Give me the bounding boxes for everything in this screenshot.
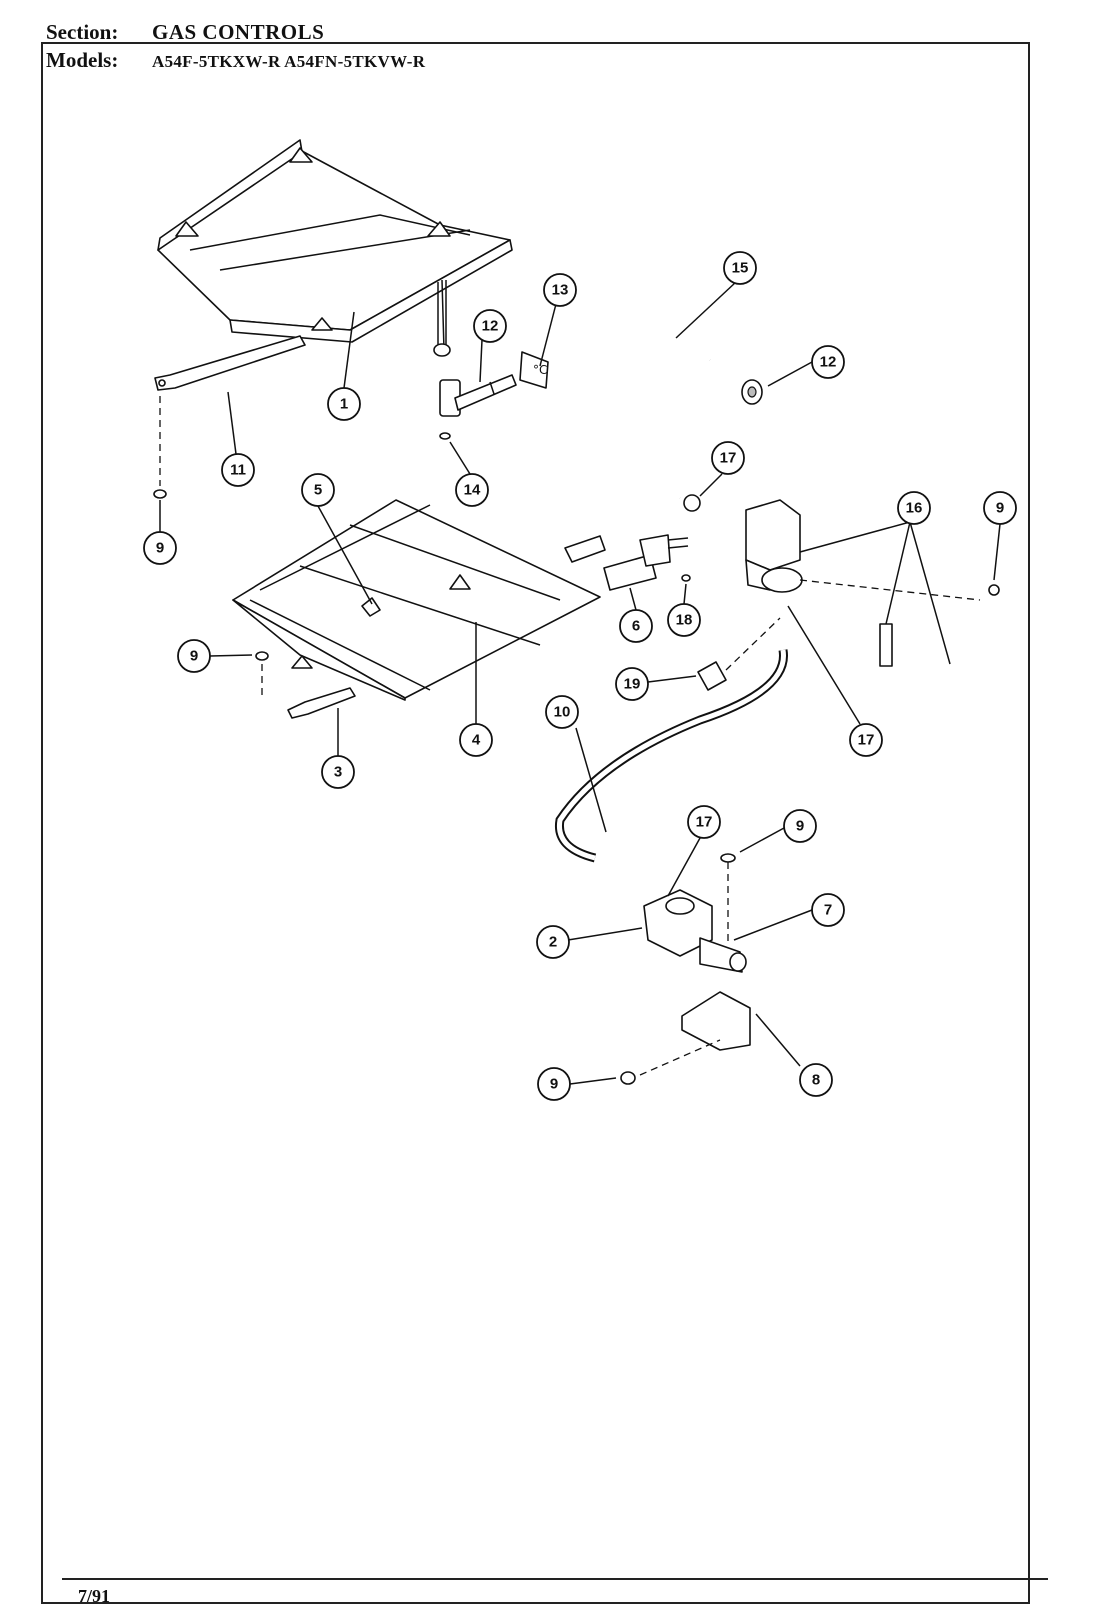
svg-text:16: 16 (906, 500, 923, 517)
svg-text:4: 4 (472, 732, 481, 749)
callout-9-bottom: 9 (537, 1067, 571, 1101)
part-19-fitting (697, 617, 781, 691)
part-13-plate: °C (519, 351, 549, 389)
part-2-gas-valve (643, 889, 747, 973)
callout-15: 15 (723, 251, 757, 285)
svg-text:3: 3 (334, 764, 342, 781)
igniter-wires (433, 279, 451, 357)
part-15-gas-tube (629, 318, 712, 500)
models-label: Models: (46, 48, 119, 72)
callout-17-valve: 17 (687, 805, 721, 839)
part-10-gas-line (554, 649, 788, 863)
svg-text:9: 9 (156, 540, 164, 557)
svg-text:17: 17 (720, 450, 737, 467)
part-12-nut (741, 379, 763, 405)
callout-17-top: 17 (711, 441, 745, 475)
part-18-screw (681, 574, 691, 582)
callout-3: 3 (321, 755, 355, 789)
callout-7: 7 (811, 893, 845, 927)
exploded-parts-diagram: °C (143, 139, 1017, 1101)
svg-text:10: 10 (554, 704, 571, 721)
callout-19: 19 (615, 667, 649, 701)
part-17-fittings (683, 494, 701, 512)
svg-text:9: 9 (550, 1076, 558, 1093)
svg-text:13: 13 (552, 282, 569, 299)
section-title: GAS CONTROLS (152, 20, 325, 44)
part-5-clip (361, 597, 381, 617)
part-1-heat-shield (157, 139, 513, 343)
part-3-bracket (287, 687, 356, 719)
callout-11: 11 (221, 453, 255, 487)
svg-text:5: 5 (314, 482, 322, 499)
callout-10: 10 (545, 695, 579, 729)
callout-9-valve: 9 (783, 809, 817, 843)
svg-text:12: 12 (482, 318, 499, 335)
svg-text:17: 17 (858, 732, 875, 749)
svg-text:15: 15 (732, 260, 749, 277)
part-14-screw (439, 432, 451, 440)
svg-text:17: 17 (696, 814, 713, 831)
footer-divider (62, 1578, 1048, 1580)
svg-text:19: 19 (624, 676, 641, 693)
svg-text:7: 7 (824, 902, 832, 919)
svg-text:14: 14 (464, 482, 481, 499)
leader-lines (159, 281, 1001, 1085)
part-6-igniter (603, 534, 689, 591)
svg-text:9: 9 (996, 500, 1004, 517)
callout-6: 6 (619, 609, 653, 643)
callout-1: 1 (327, 387, 361, 421)
callout-18: 18 (667, 603, 701, 637)
callout-2: 2 (536, 925, 570, 959)
svg-text:6: 6 (632, 618, 640, 635)
part-12-pilot-burner (439, 374, 517, 417)
callout-9-right: 9 (983, 491, 1017, 525)
part-16-solenoid (745, 499, 981, 667)
svg-text:1: 1 (340, 396, 348, 413)
callout-12-right: 12 (811, 345, 845, 379)
svg-text:8: 8 (812, 1072, 820, 1089)
svg-text:2: 2 (549, 934, 557, 951)
callout-9-left: 9 (143, 531, 177, 565)
callout-17-right: 17 (849, 723, 883, 757)
svg-text:11: 11 (230, 462, 246, 479)
section-label: Section: (46, 20, 119, 44)
part-11-bracket (154, 335, 306, 391)
callout-12-left: 12 (473, 309, 507, 343)
part-4-lower-shield (232, 499, 606, 701)
callout-9-mid: 9 (177, 639, 211, 673)
callout-5: 5 (301, 473, 335, 507)
revision-date: 7/91 (78, 1586, 111, 1606)
part-8-bracket (639, 991, 751, 1076)
callout-13: 13 (543, 273, 577, 307)
svg-text:9: 9 (190, 648, 198, 665)
callout-4: 4 (459, 723, 493, 757)
models-list: A54F-5TKXW-R A54FN-5TKVW-R (152, 52, 426, 71)
svg-text:°C: °C (533, 363, 547, 377)
svg-text:18: 18 (676, 612, 693, 629)
svg-text:12: 12 (820, 354, 837, 371)
callout-8: 8 (799, 1063, 833, 1097)
callout-16: 16 (897, 491, 931, 525)
callout-14: 14 (455, 473, 489, 507)
svg-text:9: 9 (796, 818, 804, 835)
